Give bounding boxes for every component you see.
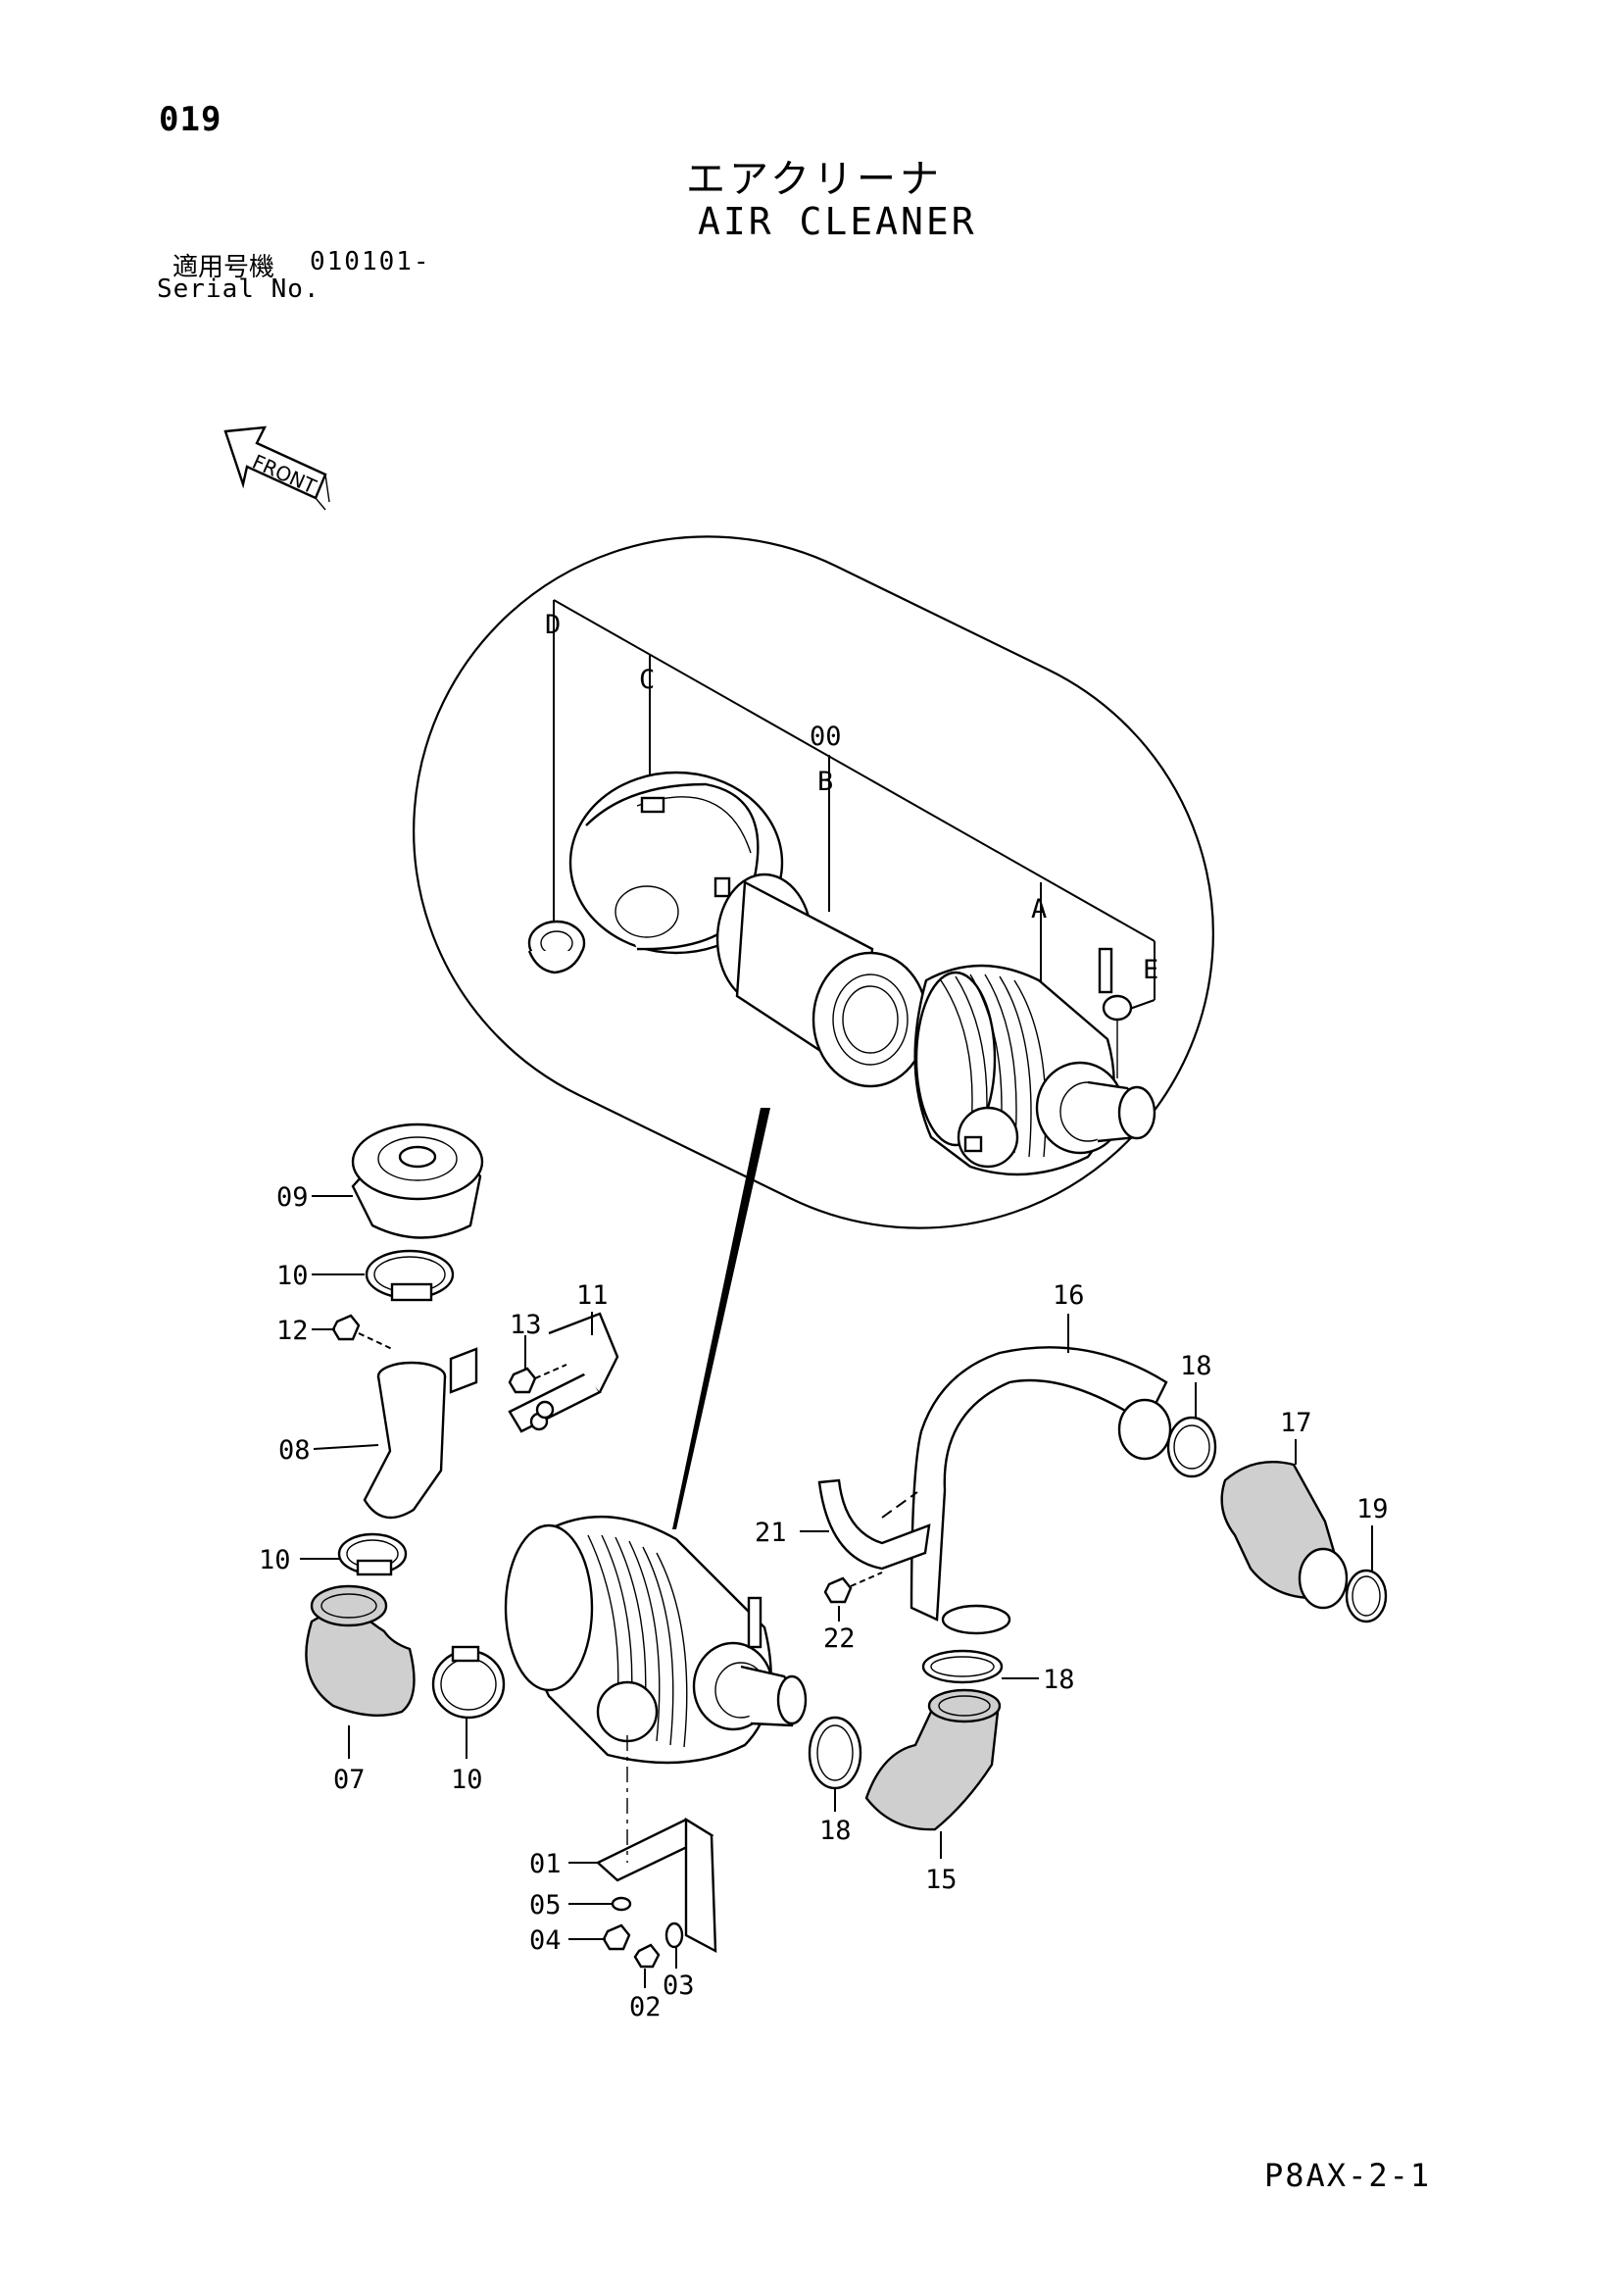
detail-label-a: A: [1031, 894, 1047, 924]
detail-leaders: [553, 599, 1156, 1020]
detail-part-b-filter: [715, 873, 929, 1088]
label-part-18-right: 18: [1043, 1665, 1075, 1695]
serial-value: 010101-: [310, 247, 431, 276]
part-07-elbow: [305, 1584, 416, 1717]
page-number: 019: [159, 100, 222, 139]
part-19-clamp: [1345, 1569, 1388, 1623]
label-part-19: 19: [1356, 1494, 1389, 1524]
detail-label-d: D: [545, 610, 561, 640]
part-01-bracket: [595, 1735, 717, 1954]
detail-leader: [672, 1108, 770, 1529]
part-10-clamp-lower: [431, 1645, 506, 1720]
detail-label-assy: 00: [810, 722, 842, 752]
label-part-12: 12: [276, 1316, 309, 1346]
part-15-elbow: [864, 1688, 1002, 1831]
detail-label-e: E: [1143, 955, 1158, 985]
part-08-tube: [363, 1361, 447, 1520]
label-part-18-upper: 18: [1180, 1351, 1212, 1381]
part-21-clip: [817, 1478, 931, 1571]
part-18-clamp-upper: [1166, 1416, 1217, 1478]
part-09-cap: [351, 1123, 484, 1239]
serial-label: Serial No.: [157, 275, 320, 304]
label-part-03: 03: [663, 1971, 695, 2001]
detail-part-a-housing: [913, 964, 1156, 1176]
page-title: AIR CLEANER: [698, 200, 977, 243]
label-part-17: 17: [1280, 1408, 1312, 1438]
detail-part-e-indicator: [1098, 947, 1133, 1078]
part-17-hose: [1220, 1461, 1349, 1610]
air-cleaner-assembly: [504, 1515, 808, 1765]
label-part-09: 09: [276, 1182, 309, 1213]
part-10-clamp-upper: [365, 1249, 455, 1302]
label-part-10-middle: 10: [259, 1545, 291, 1575]
detail-part-d-valve: [527, 920, 586, 974]
part-10-clamp-middle: [337, 1532, 408, 1576]
label-part-05: 05: [529, 1890, 562, 1921]
label-part-02: 02: [629, 1992, 662, 2022]
label-part-16: 16: [1053, 1280, 1085, 1311]
part-03-washer: [664, 1922, 684, 1949]
part-05-washer: [611, 1896, 632, 1912]
part-11-bracket: [449, 1312, 619, 1433]
label-part-22: 22: [823, 1623, 856, 1654]
part-13-bolt: [508, 1364, 567, 1394]
part-leader-lines: [300, 1195, 1373, 1988]
serial-label-japanese: 適用号機: [172, 253, 275, 282]
label-part-10-upper: 10: [276, 1261, 309, 1291]
page-title-japanese: エアクリーナ: [686, 157, 943, 202]
front-arrow-icon: FRONT: [223, 425, 330, 511]
part-04-bolt: [602, 1923, 631, 1951]
label-part-01: 01: [529, 1849, 562, 1879]
label-part-18-left: 18: [819, 1816, 852, 1846]
detail-label-c: C: [639, 665, 655, 695]
detail-view-capsule: [413, 535, 1214, 1229]
label-part-15: 15: [925, 1865, 958, 1895]
label-part-08: 08: [278, 1435, 311, 1466]
part-16-pipe: [910, 1346, 1172, 1635]
label-part-21: 21: [755, 1518, 787, 1548]
part-22-bolt: [823, 1572, 883, 1604]
label-part-11: 11: [576, 1280, 609, 1311]
label-part-13: 13: [510, 1310, 542, 1340]
label-part-07: 07: [333, 1765, 366, 1795]
label-part-10-lower: 10: [451, 1765, 483, 1795]
part-18-clamp-right: [921, 1649, 1004, 1684]
label-part-04: 04: [529, 1925, 562, 1956]
footer-code: P8AX-2-1: [1264, 2157, 1432, 2194]
part-02-bolt: [633, 1943, 661, 1969]
detail-label-b: B: [817, 767, 833, 797]
part-12-bolt: [331, 1314, 393, 1350]
part-18-clamp-left: [808, 1716, 862, 1790]
